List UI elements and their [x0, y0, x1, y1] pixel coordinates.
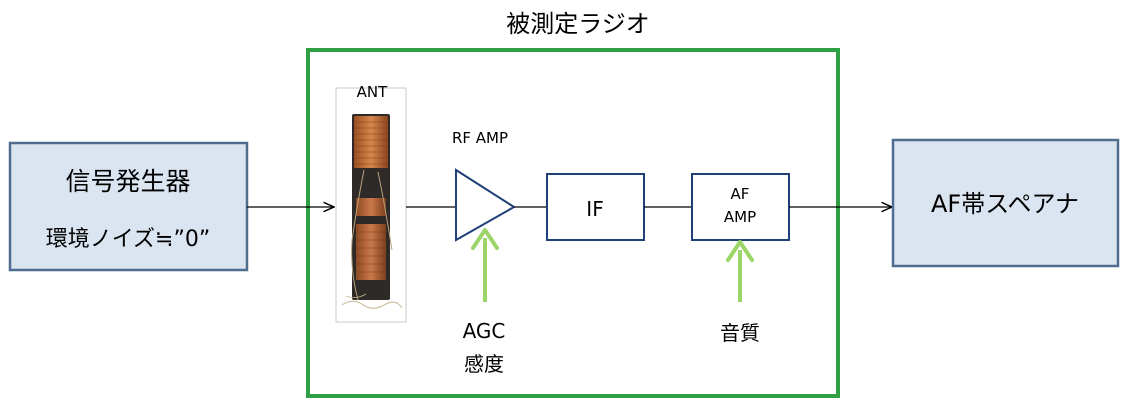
signal-generator-label: 信号発生器: [65, 167, 190, 196]
spectrum-analyzer-label: AF帯スペアナ: [931, 190, 1079, 218]
tone-quality-label: 音質: [720, 321, 760, 345]
antenna-label: ANT: [357, 83, 388, 101]
spectrum-analyzer-box: AF帯スペアナ: [893, 140, 1118, 266]
af-amp-label-line1: AF: [731, 185, 750, 203]
signal-generator-box: 信号発生器 環境ノイズ≒”0”: [10, 143, 247, 270]
diagram-title: 被測定ラジオ: [506, 10, 650, 38]
rf-amp-label: RF AMP: [452, 129, 508, 147]
agc-control-arrow: [473, 230, 497, 302]
environment-noise-label: 環境ノイズ≒”0”: [46, 227, 211, 252]
antenna-bar-coil: ANT: [336, 83, 406, 322]
if-label: IF: [586, 197, 603, 221]
af-amp-block: AF AMP: [692, 174, 789, 240]
agc-label: AGC: [463, 319, 506, 343]
if-block: IF: [547, 174, 644, 240]
af-amp-label-line2: AMP: [724, 208, 756, 226]
tone-control-arrow: [728, 242, 752, 302]
sensitivity-label: 感度: [464, 352, 504, 376]
